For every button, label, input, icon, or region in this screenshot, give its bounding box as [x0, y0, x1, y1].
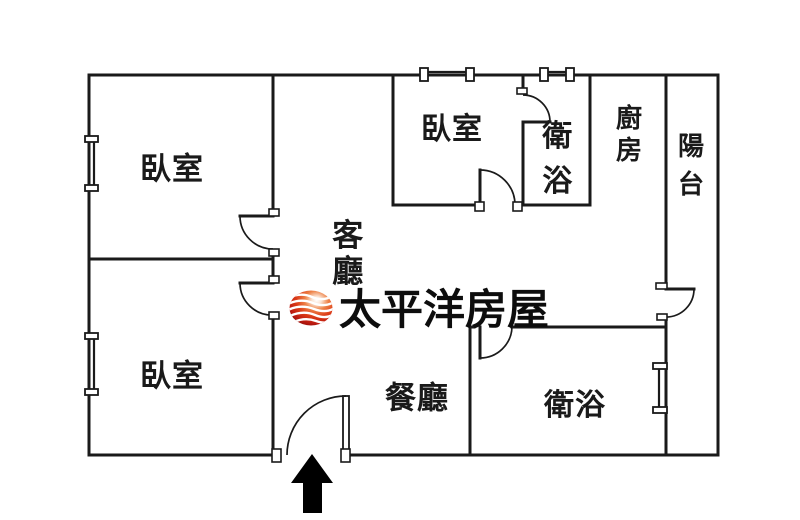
- room-label-bedroom-top-left: 臥室: [140, 151, 204, 188]
- windows: [84, 67, 668, 414]
- window-panes: [92, 70, 661, 409]
- room-label-kitchen: 廚房: [616, 104, 643, 166]
- room-label-living-room: 客廳: [332, 218, 364, 290]
- door-jamb-caps: [268, 87, 668, 463]
- room-label-dining-room: 餐廳: [385, 380, 449, 417]
- room-label-bedroom-bottom-left: 臥室: [140, 358, 204, 395]
- door-leaves: [238, 120, 696, 360]
- entrance-door-leaf: [342, 395, 350, 456]
- room-label-balcony: 陽台: [678, 132, 705, 200]
- watermark-brand-text: 太平洋房屋: [339, 285, 550, 334]
- room-label-bedroom-top-middle: 臥室: [421, 112, 483, 147]
- room-label-bathroom-bottom: 衛浴: [544, 388, 606, 423]
- room-label-bathroom-top: 衛浴: [542, 119, 573, 199]
- interior-walls: [87, 73, 668, 457]
- walls: [87, 73, 720, 457]
- entrance-arrow-icon: [291, 454, 333, 513]
- outer-walls: [87, 73, 720, 457]
- pacific-globe-icon: [289, 290, 333, 326]
- door-swing-arcs: [239, 94, 695, 456]
- doors: [238, 87, 696, 463]
- window-caps: [84, 67, 668, 414]
